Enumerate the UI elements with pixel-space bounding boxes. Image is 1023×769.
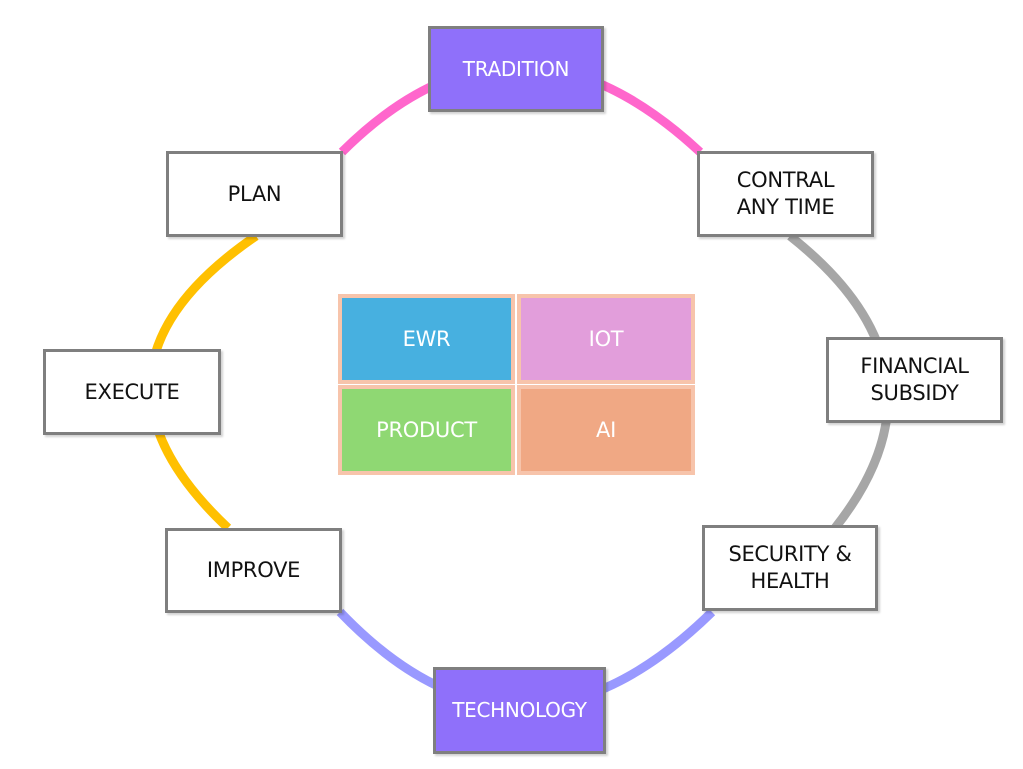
tile-ewr: EWR xyxy=(338,294,515,384)
tile-ai-label: AI xyxy=(596,418,616,442)
tile-ai: AI xyxy=(517,385,695,475)
node-improve: IMPROVE xyxy=(165,528,342,613)
node-plan: PLAN xyxy=(166,151,343,237)
node-tradition-label: TRADITION xyxy=(462,56,570,81)
node-plan-label: PLAN xyxy=(227,181,282,206)
node-security-health: SECURITY & HEALTH xyxy=(702,525,878,611)
node-execute: EXECUTE xyxy=(43,349,221,435)
node-technology-label: TECHNOLOGY xyxy=(452,698,587,722)
node-financial-subsidy: FINANCIAL SUBSIDY xyxy=(826,337,1003,423)
node-technology: TECHNOLOGY xyxy=(433,667,606,754)
tile-iot-label: IOT xyxy=(588,327,624,351)
tile-iot: IOT xyxy=(517,294,695,384)
node-tradition: TRADITION xyxy=(428,26,604,112)
node-contral-any-time-label: CONTRAL ANY TIME xyxy=(736,168,835,219)
node-execute-label: EXECUTE xyxy=(84,379,180,404)
tile-ewr-label: EWR xyxy=(402,327,451,351)
tile-product: PRODUCT xyxy=(338,385,515,475)
node-contral-any-time: CONTRAL ANY TIME xyxy=(697,151,874,237)
node-security-health-label: SECURITY & HEALTH xyxy=(728,542,852,593)
node-financial-subsidy-label: FINANCIAL SUBSIDY xyxy=(860,354,969,405)
tile-product-label: PRODUCT xyxy=(376,418,477,442)
node-improve-label: IMPROVE xyxy=(206,558,301,582)
